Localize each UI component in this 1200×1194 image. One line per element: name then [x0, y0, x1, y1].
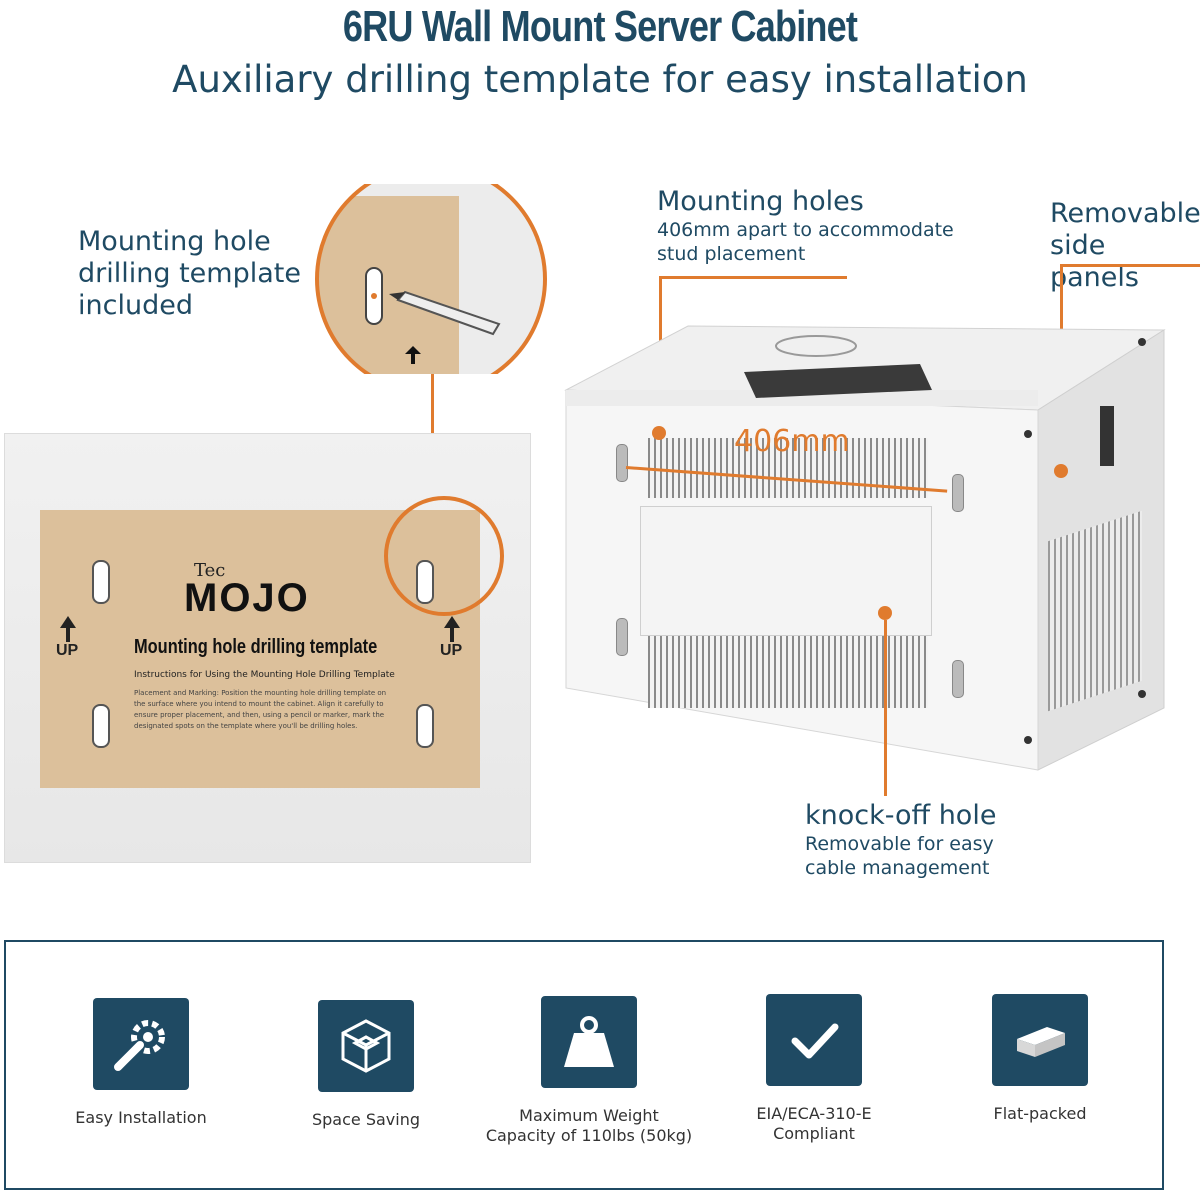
- checkmark-icon: [766, 994, 862, 1086]
- feature-max-weight: Maximum Weight Capacity of 110lbs (50kg): [479, 996, 699, 1146]
- zoom-detail-circle: [313, 184, 549, 374]
- server-cabinet: [560, 320, 1170, 780]
- instructions-title: Instructions for Using the Mounting Hole…: [134, 670, 395, 680]
- mounting-holes-callout: Mounting holes 406mm apart to accommodat…: [657, 186, 954, 266]
- side-vent: [1048, 510, 1142, 712]
- callout-dot: [878, 606, 892, 620]
- template-callout-line3: included: [78, 290, 193, 321]
- mounting-holes-sub2: stud placement: [657, 243, 806, 265]
- up-marker-left: UP: [56, 616, 80, 660]
- up-arrow-icon: [60, 616, 76, 628]
- slot-hole-icon: [952, 660, 964, 698]
- knockoff-sub1: Removable for easy: [805, 833, 994, 855]
- knockoff-title: knock-off hole: [805, 800, 997, 831]
- callout-dot: [1054, 464, 1068, 478]
- slot-hole-icon: [616, 444, 628, 482]
- callout-line: [659, 276, 847, 279]
- feature-easy-installation: Easy Installation: [31, 998, 251, 1128]
- up-marker-right: UP: [440, 616, 464, 660]
- highlight-circle: [384, 496, 504, 616]
- knockoff-callout: knock-off hole Removable for easy cable …: [805, 800, 996, 880]
- template-callout-line2: drilling template: [78, 258, 301, 289]
- slot-hole-icon: [616, 618, 628, 656]
- callout-line: [1060, 264, 1200, 267]
- knockoff-sub2: cable management: [805, 857, 990, 879]
- cube-icon: [318, 1000, 414, 1092]
- mounting-holes-title: Mounting holes: [657, 186, 864, 217]
- features-panel: Easy Installation Space Saving Maximum W…: [4, 940, 1164, 1190]
- callout-line: [884, 620, 887, 796]
- weight-icon: [541, 996, 637, 1088]
- feature-label: Space Saving: [311, 1110, 420, 1129]
- wrench-gear-icon: [93, 998, 189, 1090]
- template-callout-line1: Mounting hole: [78, 226, 271, 257]
- slot-hole-icon: [412, 704, 438, 748]
- feature-flat-packed: Flat-packed: [930, 994, 1150, 1124]
- feature-space-saving: Space Saving: [256, 1000, 476, 1130]
- brand-logo: MOJO: [184, 576, 310, 620]
- side-panels-callout: Removable side panels: [1050, 198, 1200, 294]
- feature-label: Maximum Weight Capacity of 110lbs (50kg): [485, 1106, 693, 1145]
- slot-hole-icon: [952, 474, 964, 512]
- dimension-label: 406mm: [734, 424, 850, 459]
- instructions-body: Placement and Marking: Position the moun…: [134, 689, 387, 730]
- feature-label: Flat-packed: [993, 1104, 1087, 1123]
- side-panels-line1: Removable: [1050, 198, 1200, 229]
- feature-label: EIA/ECA-310-E Compliant: [756, 1104, 872, 1143]
- page-title: 6RU Wall Mount Server Cabinet: [342, 2, 858, 51]
- mounting-holes-sub1: 406mm apart to accommodate: [657, 219, 954, 241]
- brand-tec: Tec: [194, 560, 226, 581]
- slot-hole-icon: [88, 704, 114, 748]
- feature-label: Easy Installation: [75, 1108, 207, 1127]
- feature-eia-compliant: EIA/ECA-310-E Compliant: [704, 994, 924, 1144]
- side-latch: [1100, 406, 1114, 466]
- slot-hole-icon: [88, 560, 114, 604]
- front-vent: [648, 438, 928, 498]
- callout-dot: [652, 426, 666, 440]
- template-callout: Mounting hole drilling template included: [78, 226, 301, 322]
- flat-box-icon: [992, 994, 1088, 1086]
- side-panels-line2: side panels: [1050, 230, 1139, 293]
- up-arrow-icon: [444, 616, 460, 628]
- template-heading: Mounting hole drilling template: [134, 636, 378, 658]
- page-subtitle: Auxiliary drilling template for easy ins…: [172, 58, 1028, 101]
